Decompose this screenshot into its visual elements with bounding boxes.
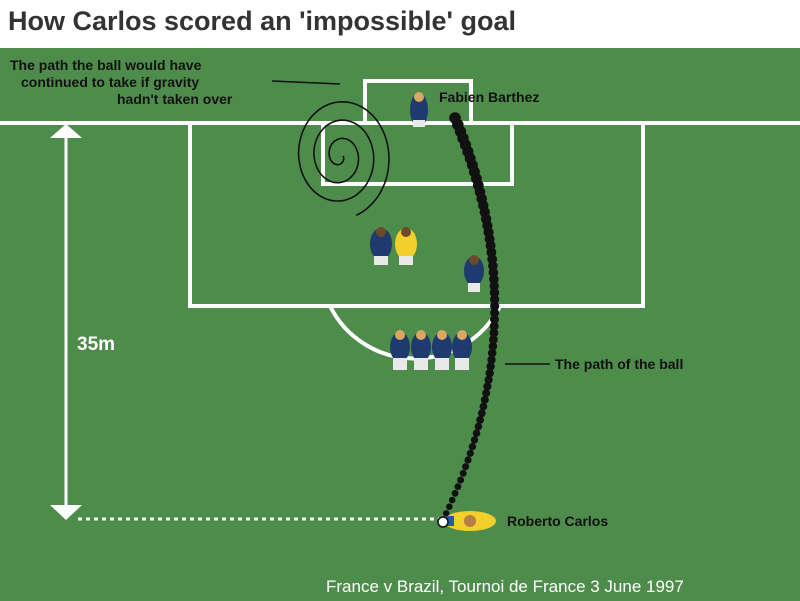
goalkeeper-figure <box>410 92 428 127</box>
ball-path-dot <box>480 395 489 404</box>
defender-figure <box>464 255 484 292</box>
ball-path-dot <box>457 476 465 484</box>
gravity-annotation-line-2: continued to take if gravity <box>21 74 199 90</box>
ball-path-dot <box>464 456 472 464</box>
ball-path-dot <box>476 416 484 424</box>
wall-player <box>452 330 472 370</box>
ball-path-dot <box>488 342 498 351</box>
ball-path-dot <box>490 308 500 318</box>
ball-path-dot <box>451 489 459 497</box>
players-group-box <box>370 227 484 292</box>
ball-path-dot <box>459 469 467 477</box>
pitch-diagram: 35m <box>0 48 800 601</box>
ball-path-dot <box>448 496 456 504</box>
shooter-label: Roberto Carlos <box>507 513 608 529</box>
ball-path-dot <box>466 449 474 457</box>
goalkeeper-label: Fabien Barthez <box>439 89 539 105</box>
ball-path-dot <box>443 510 450 517</box>
defender-figure <box>370 227 392 265</box>
gravity-annotation-line-3: hadn't taken over <box>117 91 233 107</box>
ball-path-label: The path of the ball <box>555 356 683 372</box>
ball-path-dot <box>489 281 499 291</box>
wall-player <box>390 330 410 370</box>
roberto-carlos-figure <box>437 511 496 531</box>
distance-arrow <box>50 124 82 520</box>
gravity-annotation-line-1: The path the ball would have <box>10 57 202 73</box>
distance-label: 35m <box>77 334 115 355</box>
distance-arrow-head-bottom <box>50 505 82 520</box>
gravity-annotation-pointer <box>271 80 341 85</box>
distance-arrow-head-top <box>50 124 82 138</box>
match-caption: France v Brazil, Tournoi de France 3 Jun… <box>326 577 684 596</box>
ball-path-dot <box>479 402 488 411</box>
wall-player <box>411 330 431 370</box>
ball-path-dot <box>486 362 495 371</box>
ball-path-dot <box>485 368 494 378</box>
wall-player <box>432 330 452 370</box>
ball-path-dot <box>484 375 493 384</box>
ball-path-dot <box>472 429 481 438</box>
defensive-wall <box>390 330 472 370</box>
diagram-title: How Carlos scored an 'impossible' goal <box>8 6 516 36</box>
six-yard-box <box>321 123 514 186</box>
ball-path-dot <box>489 335 498 344</box>
ball-path-dot <box>454 483 462 491</box>
ball-path-dot <box>449 112 461 124</box>
gravity-spiral-path <box>297 100 390 217</box>
ball-path-dot <box>490 294 500 304</box>
pitch-background <box>0 48 800 601</box>
ball-path-dot <box>483 382 492 391</box>
ball-path-dot <box>487 355 496 364</box>
ball-path-dot <box>468 442 477 451</box>
ball-path <box>439 112 500 524</box>
penalty-area <box>188 123 645 308</box>
title-bar: How Carlos scored an 'impossible' goal <box>0 0 800 48</box>
ball-path-dot <box>474 422 483 431</box>
ball-path-dot <box>489 288 500 298</box>
ball-path-dot <box>482 389 491 398</box>
ball-path-dot <box>489 321 499 331</box>
ball-path-dot <box>477 409 486 418</box>
ball-path-dot <box>490 315 499 324</box>
ball-path-dot <box>487 348 497 358</box>
ball-path-dot <box>446 503 453 511</box>
ball-path-dot <box>490 301 500 311</box>
ball-start <box>437 516 449 528</box>
attacker-figure <box>395 227 417 265</box>
ball-path-dot <box>489 328 499 338</box>
ball-path-dot <box>462 463 470 471</box>
ball-path-dot <box>470 436 479 444</box>
